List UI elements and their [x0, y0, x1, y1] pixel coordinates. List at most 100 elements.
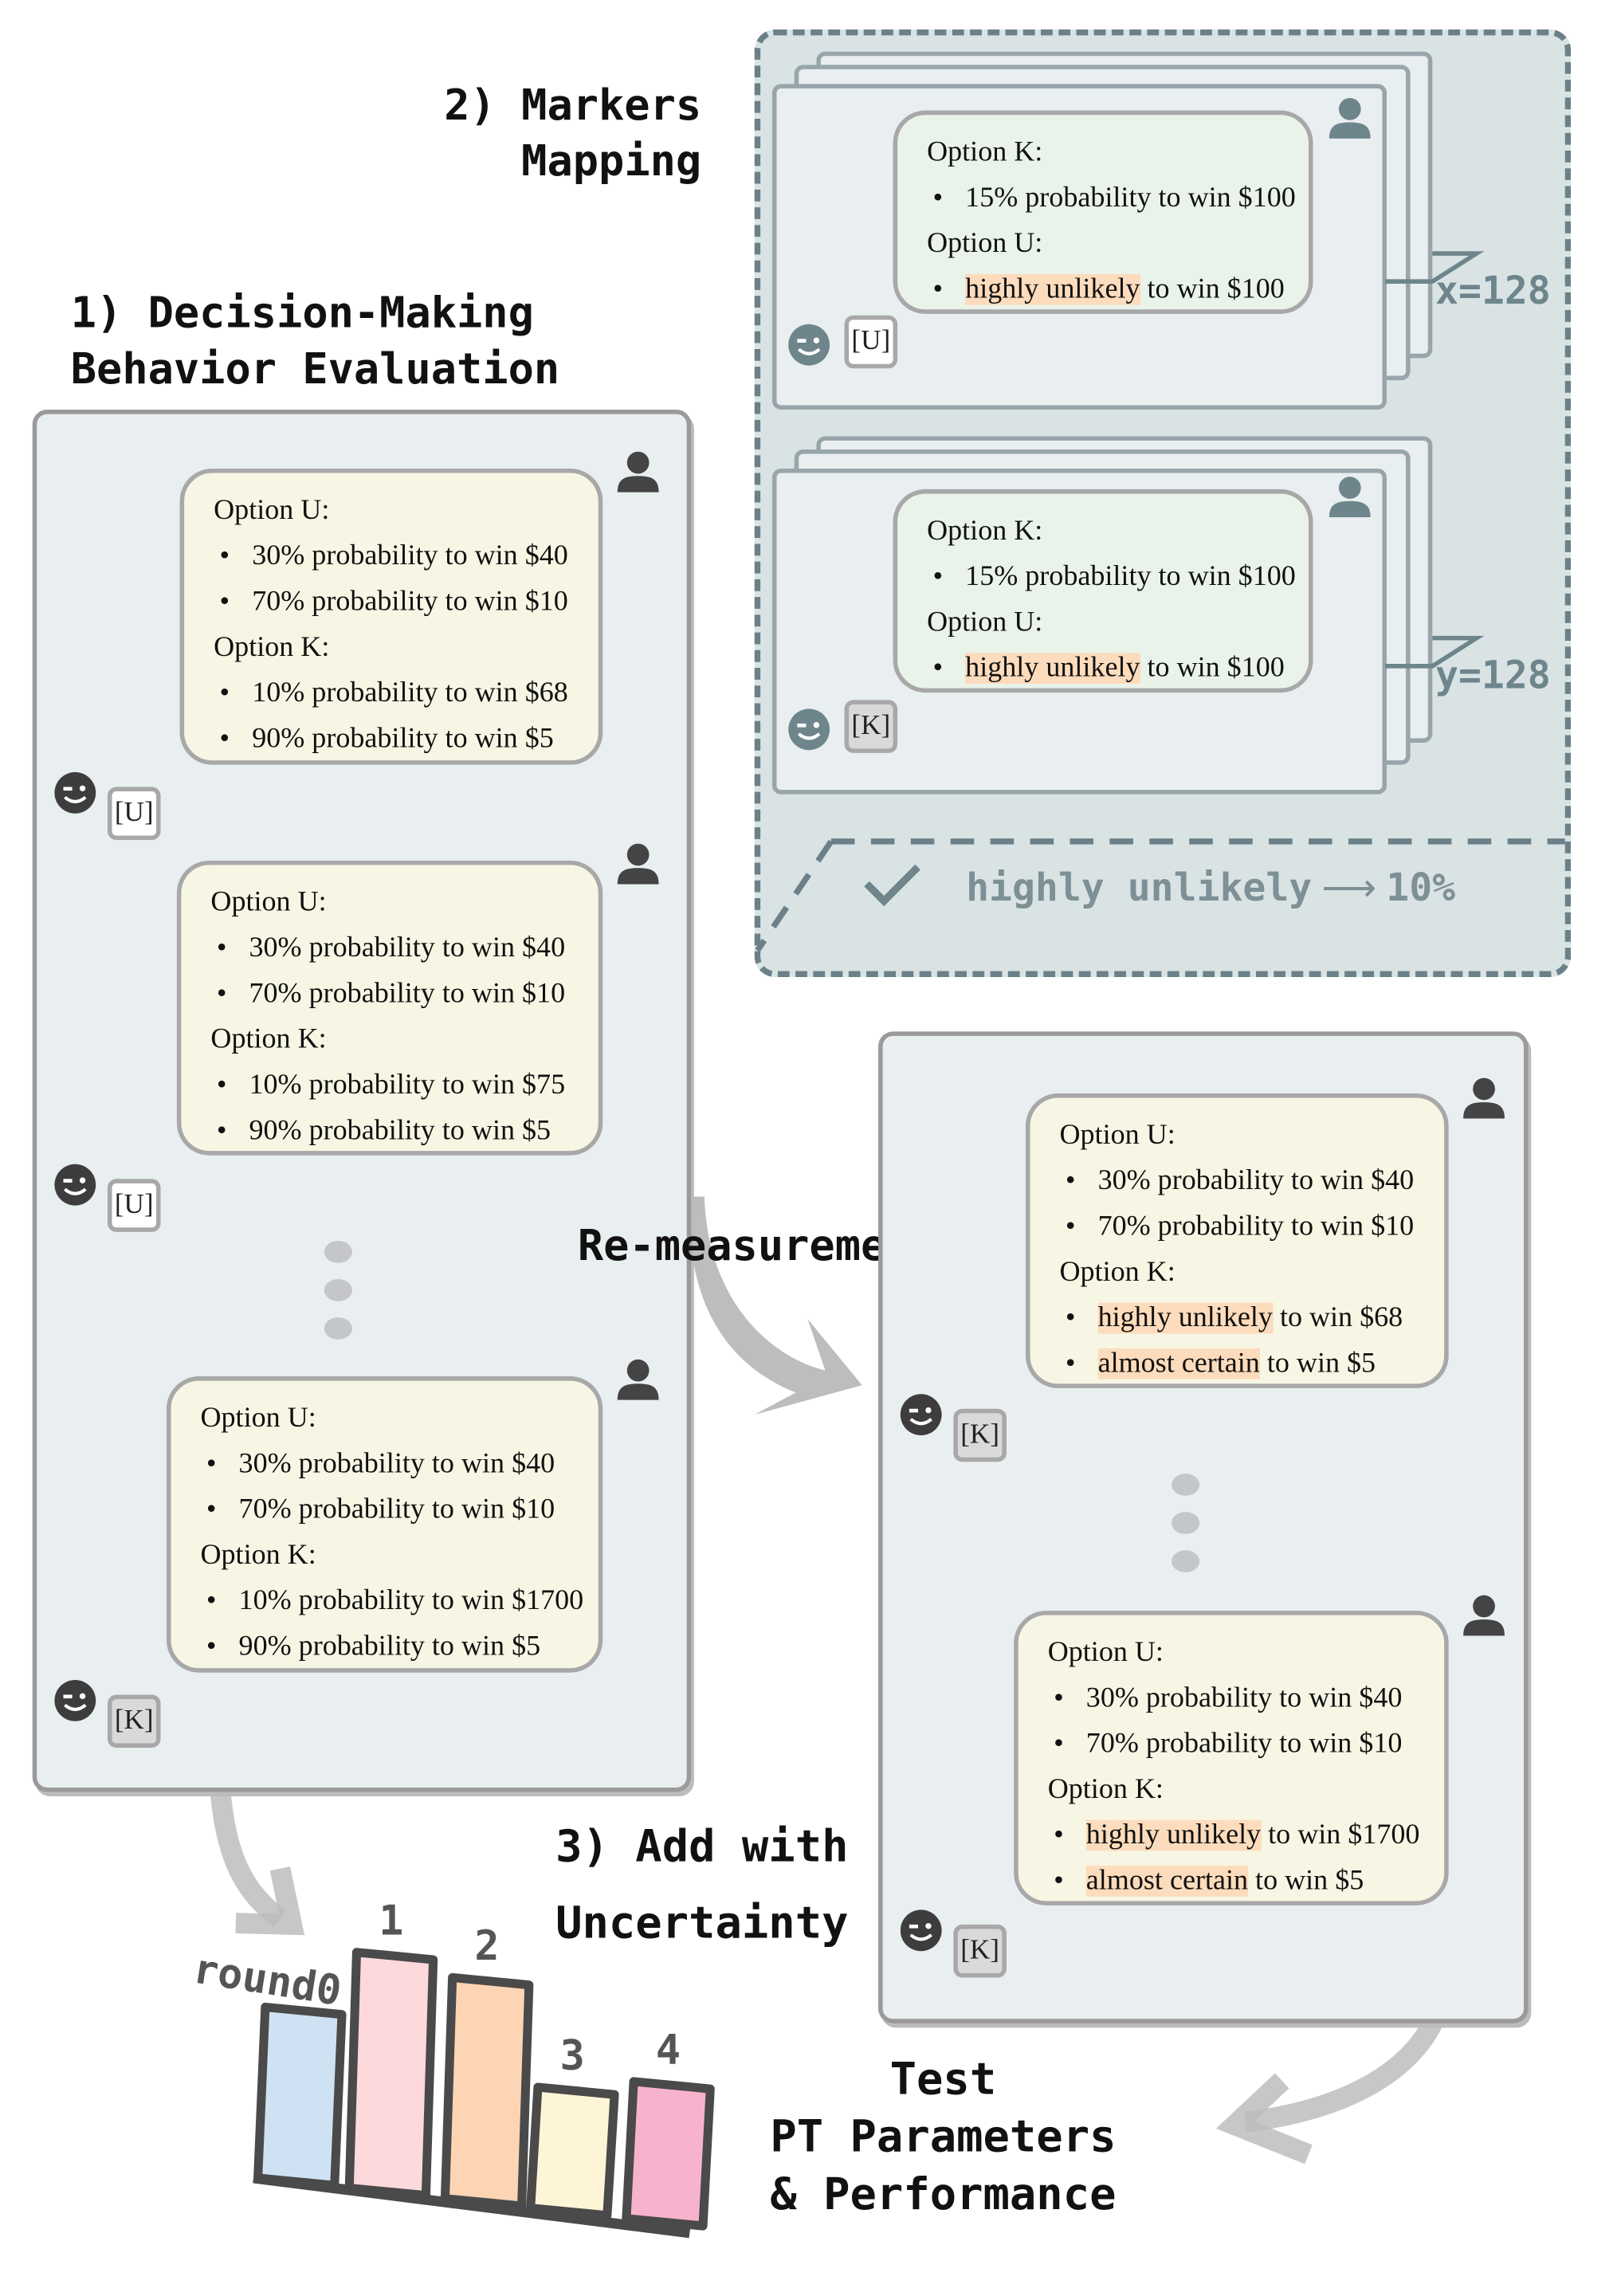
uncertainty-marker: highly unlikely — [1097, 1302, 1273, 1334]
mapping-result: highly unlikely ⟶ 10% — [864, 850, 1455, 911]
step3-title-line2: Uncertainty — [555, 1898, 849, 1950]
bullet-icon: • — [206, 1448, 217, 1480]
option-outcome: •15% probability to win $100 — [927, 175, 1295, 221]
step1-title-line2: Behavior Evaluation — [70, 343, 560, 394]
outcome-text: 30% probability to win $40 — [1097, 1165, 1415, 1197]
bar-2 — [440, 1972, 534, 2211]
option-header: Option U: — [927, 228, 1043, 260]
remeasurement-label: Re-measurement — [577, 1220, 938, 1270]
option-header: Option K: — [927, 516, 1043, 548]
option-header: Option K: — [210, 1024, 327, 1055]
option-outcome: •highly unlikely to win $100 — [927, 267, 1291, 312]
prompt-bubble: Option U:•30% probability to win $40•70%… — [1025, 1093, 1449, 1388]
option-outcome: •70% probability to win $10 — [1048, 1721, 1427, 1767]
bullet-icon: • — [932, 561, 944, 593]
outcome-text: 30% probability to win $40 — [1085, 1682, 1403, 1714]
outcome-text: 90% probability to win $5 — [249, 1115, 551, 1147]
outcome-text: 15% probability to win $100 — [965, 561, 1296, 593]
outcome-text: 70% probability to win $10 — [249, 978, 566, 1010]
outcome-text: 15% probability to win $100 — [965, 183, 1296, 214]
step2-title-line2: Mapping — [521, 135, 702, 186]
outcome-text: to win $100 — [1140, 273, 1285, 305]
uncertainty-marker: highly unlikely — [965, 653, 1140, 684]
option-header: Option K: — [927, 136, 1043, 168]
option-outcome: •10% probability to win $68 — [214, 670, 580, 716]
user-icon — [1463, 1077, 1505, 1119]
assistant-smiley-icon — [788, 324, 830, 366]
option-outcome: •70% probability to win $10 — [214, 579, 580, 625]
option-outcome: • 30% probability to win $40 — [200, 1441, 580, 1486]
outcome-text: 10% probability to win $75 — [249, 1070, 566, 1101]
user-icon — [617, 451, 659, 493]
bullet-icon: • — [219, 723, 230, 755]
step2-title-line1: 2) Markers — [444, 79, 702, 130]
outcome-text: 30% probability to win $40 — [238, 1448, 555, 1480]
option-outcome: •30% probability to win $40 — [1060, 1158, 1427, 1203]
mapping-term: highly unlikely — [966, 866, 1313, 911]
test-title: Test PT Parameters & Performance — [737, 2051, 1150, 2223]
step1-title: 1) Decision-Making Behavior Evaluation — [71, 285, 559, 397]
answer-choice: [U] — [107, 787, 161, 840]
option-outcome: •10% probability to win $75 — [210, 1062, 580, 1108]
outcome-text: 10% probability to win $1700 — [238, 1585, 584, 1617]
outcome-text: to win $5 — [1259, 1348, 1376, 1380]
option-outcome: •90% probability to win $5 — [210, 1109, 580, 1154]
step2-title: 2) Markers Mapping — [427, 77, 701, 189]
bar-label-4: 4 — [656, 2027, 681, 2074]
option-outcome: •highly unlikely to win $100 — [927, 646, 1291, 691]
repeat-bracket — [1385, 251, 1485, 284]
option-outcome: • 70% probability to win $10 — [200, 1487, 580, 1533]
user-icon — [617, 843, 659, 885]
bullet-icon: • — [1065, 1302, 1076, 1334]
option-header: Option K: — [1047, 1774, 1164, 1806]
test-title-line3: & Performance — [770, 2168, 1117, 2221]
option-outcome: •almost certain to win $5 — [1048, 1858, 1427, 1904]
option-outcome: •70% probability to win $10 — [1060, 1204, 1427, 1250]
outcome-text: 70% probability to win $10 — [238, 1493, 555, 1525]
outcome-text: 90% probability to win $5 — [238, 1631, 541, 1662]
assistant-smiley-icon — [54, 1164, 96, 1206]
bar-1 — [344, 1948, 438, 2200]
answer-choice: [K] — [953, 1408, 1007, 1462]
prompt-bubble: Option U:•30% probability to win $40•70%… — [166, 1376, 603, 1673]
bar-round0 — [253, 2002, 347, 2190]
bullet-icon: • — [216, 932, 227, 964]
bar-label-3: 3 — [560, 2032, 585, 2080]
mapping-arrow: ⟶ — [1321, 866, 1377, 911]
bullet-icon: • — [206, 1493, 217, 1525]
option-header: Option K: — [214, 632, 330, 664]
assistant-smiley-icon — [900, 1909, 942, 1952]
outcome-text: 70% probability to win $10 — [1097, 1211, 1415, 1242]
remeasure-arrow — [689, 1196, 862, 1415]
option-outcome: •highly unlikely to win $1700 — [1048, 1812, 1427, 1858]
outcome-text: 90% probability to win $5 — [252, 723, 554, 755]
prompt-bubble: Option U:•30% probability to win $40•70%… — [176, 860, 603, 1156]
assistant-smiley-icon — [788, 708, 830, 751]
answer-choice: [K] — [844, 700, 898, 753]
ellipsis-dots — [1172, 1474, 1200, 1572]
outcome-text: to win $5 — [1248, 1865, 1364, 1897]
bar-4 — [622, 2077, 715, 2231]
outcome-text: 70% probability to win $10 — [1085, 1728, 1403, 1760]
outcome-text: to win $68 — [1272, 1302, 1403, 1334]
test-title-line1: Test — [889, 2054, 997, 2106]
arrow-to-chart-head — [235, 1866, 305, 1936]
repeat-bracket — [1385, 635, 1485, 669]
step1-title-line1: 1) Decision-Making — [70, 287, 534, 338]
option-header: Option U: — [1059, 1120, 1176, 1152]
outcome-text: 70% probability to win $10 — [252, 586, 568, 618]
repeat-count-label: x=128 — [1435, 269, 1551, 314]
bullet-icon: • — [1054, 1865, 1064, 1897]
prompt-bubble: Option U:•30% probability to win $40•70%… — [1014, 1611, 1449, 1905]
bullet-icon: • — [932, 273, 944, 305]
option-header: Option U: — [210, 887, 327, 918]
bullet-icon: • — [216, 978, 227, 1010]
option-header: Option K: — [1059, 1257, 1176, 1289]
uncertainty-marker: almost certain — [1097, 1348, 1260, 1380]
assistant-smiley-icon — [900, 1394, 942, 1436]
option-outcome: •30% probability to win $40 — [1048, 1675, 1427, 1721]
bullet-icon: • — [1054, 1819, 1064, 1851]
option-header: Option U: — [214, 495, 330, 527]
